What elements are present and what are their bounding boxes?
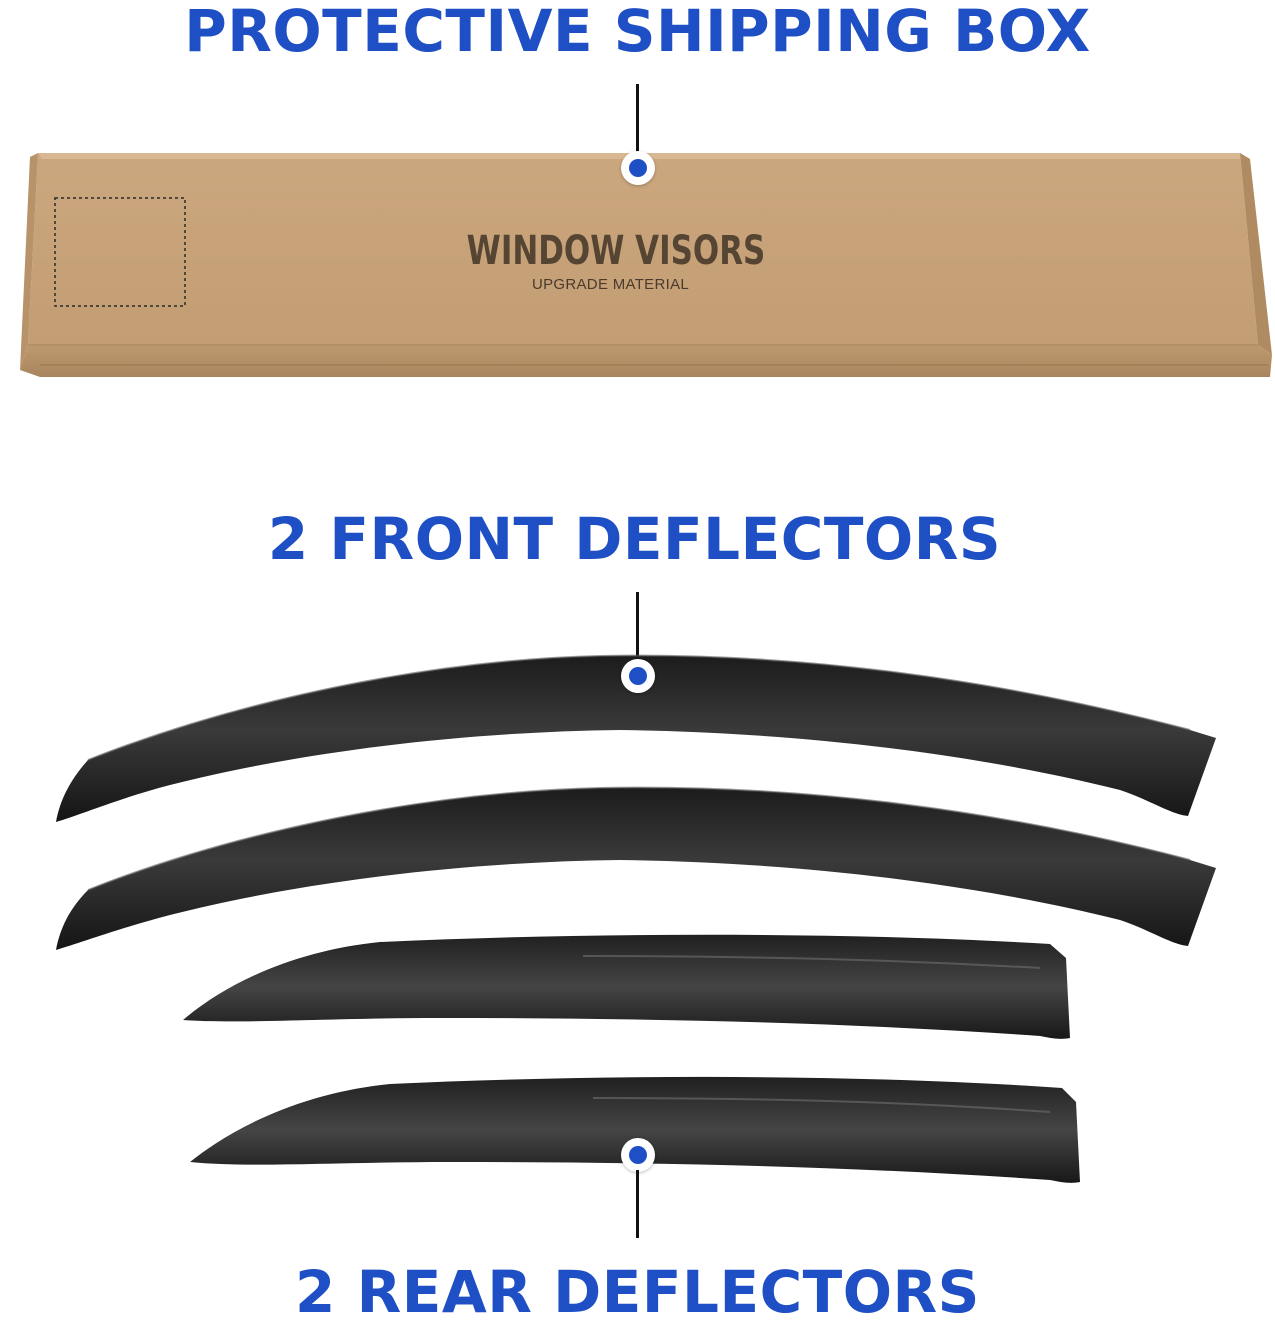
box-label-outline [54, 197, 186, 307]
callout-dot-icon [621, 659, 655, 693]
box-bottom-flap [20, 345, 1272, 377]
callout-dot-icon [621, 1138, 655, 1172]
callout-line-box [636, 84, 639, 154]
heading-rear-deflectors: 2 REAR DEFLECTORS [295, 1258, 980, 1321]
heading-shipping-box: PROTECTIVE SHIPPING BOX [184, 0, 1091, 65]
box-left-end [20, 153, 38, 370]
box-face [28, 153, 1258, 345]
heading-front-deflectors: 2 FRONT DEFLECTORS [267, 505, 1002, 573]
rear-deflector-1 [183, 934, 1070, 1039]
callout-line-front [636, 592, 639, 662]
callout-line-rear [636, 1170, 639, 1238]
box-subtitle: UPGRADE MATERIAL [531, 276, 690, 293]
box-right-end [1240, 153, 1272, 355]
callout-dot-icon [621, 151, 655, 185]
front-deflector-2 [56, 787, 1216, 950]
shipping-box-image [20, 153, 1272, 377]
front-deflector-1 [56, 655, 1216, 822]
rear-deflector-2 [190, 1076, 1080, 1183]
box-title: WINDOW VISORS [466, 228, 766, 274]
visors-image [56, 654, 1216, 1183]
